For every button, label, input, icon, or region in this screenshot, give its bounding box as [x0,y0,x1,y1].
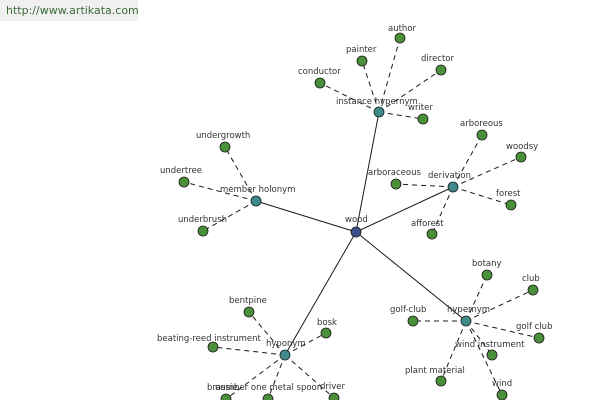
node-club[interactable] [527,284,539,296]
label-member-holonym: member holonym [220,185,295,195]
node-afforest[interactable] [426,228,438,240]
node-hypernym[interactable] [460,315,472,327]
node-arboreous[interactable] [476,129,488,141]
node-wood[interactable] [350,226,362,238]
label-wind-instrument: wind instrument [455,340,525,350]
edge-hyponym-brassie [225,354,286,400]
source-url-banner[interactable]: http://www.artikata.com [0,0,139,21]
node-botany[interactable] [481,269,493,281]
label-forest: forest [496,189,521,199]
label-golf-club: golf club [516,322,552,332]
edge-derivation-woodsy [452,156,522,188]
label-writer: writer [408,103,433,113]
edge-hyponym-driver [284,354,335,399]
edge-wood-hyponym [284,231,357,356]
label-hyponym: hyponym [266,339,306,349]
node-golf-club[interactable] [533,332,545,344]
edge-hypernym-wind [465,320,503,396]
node-member-holonym[interactable] [250,195,262,207]
label-undergrowth: undergrowth [196,131,250,141]
node-bosk[interactable] [320,327,332,339]
node-undertree[interactable] [178,176,190,188]
label-beating-reed-instrument: beating-reed instrument [157,334,262,344]
node-driver[interactable] [328,392,340,400]
edge-derivation-arboraceous [395,183,454,188]
label-arboreous: arboreous [460,119,503,129]
node-derivation[interactable] [447,181,459,193]
edge-wood-instance-hypernym [355,111,380,233]
label-arboraceous: arboraceous [368,168,421,178]
label-bosk: bosk [317,318,337,328]
node-conductor[interactable] [314,77,326,89]
label-underbrush: underbrush [178,215,227,225]
node-brassie[interactable] [220,393,232,400]
node-number-one-metal-spoon[interactable] [262,393,274,400]
edge-derivation-forest [452,186,512,206]
edges-layer [183,37,540,400]
node-bentpine[interactable] [243,306,255,318]
label-afforest: afforest [411,219,444,229]
label-hypernym: hypernym [447,305,490,315]
label-painter: painter [346,45,377,55]
node-instance-hypernym[interactable] [373,106,385,118]
label-plant-material: plant material [405,366,465,376]
label-conductor: conductor [298,67,341,77]
node-woodsy[interactable] [515,151,527,163]
edge-instance-hypernym-conductor [319,82,380,113]
edge-hypernym-club [465,289,534,322]
edge-hypernym-golf-club [465,320,540,339]
edge-wood-derivation [355,186,454,233]
label-botany: botany [472,259,502,269]
node-underbrush[interactable] [197,225,209,237]
node-golf-club[interactable] [407,315,419,327]
edge-hypernym-plant-material [440,320,467,382]
edge-member-holonym-undergrowth [224,146,257,202]
edge-wood-member-holonym [255,200,357,233]
labels-layer: author painter director conductor writerinst… [157,24,552,393]
edge-instance-hypernym-author [378,37,401,113]
node-forest[interactable] [505,199,517,211]
label-wood: wood [345,215,368,225]
edge-instance-hypernym-director [378,69,442,113]
label-woodsy: woodsy [506,142,538,152]
nodes-layer [178,32,545,400]
node-hyponym[interactable] [279,349,291,361]
edge-hyponym-beating-reed-instrument [212,346,286,356]
edge-wood-hypernym [355,231,467,322]
edge-member-holonym-underbrush [202,200,257,232]
edge-hypernym-wind-instrument [465,320,493,356]
label-brassie: brassie [207,383,238,393]
edge-member-holonym-undertree [183,181,257,202]
node-beating-reed-instrument[interactable] [207,341,219,353]
label-author: author [388,24,417,34]
edge-hyponym-bosk [284,332,327,356]
label-derivation: derivation [428,171,471,181]
node-wind-instrument[interactable] [486,349,498,361]
edge-derivation-arboreous [452,134,483,188]
edge-hyponym-number-one-metal-spoon [267,354,286,400]
label-undertree: undertree [160,166,202,176]
label-bentpine: bentpine [229,296,267,306]
label-golf-club: golf-club [390,305,426,315]
node-director[interactable] [435,64,447,76]
node-wind[interactable] [496,389,508,400]
node-plant-material[interactable] [435,375,447,387]
label-director: director [421,54,455,64]
edge-hyponym-bentpine [248,311,286,356]
node-arboraceous[interactable] [390,178,402,190]
label-wind: wind [492,379,512,389]
node-painter[interactable] [356,55,368,67]
label-driver: driver [320,382,346,392]
node-author[interactable] [394,32,406,44]
label-instance-hypernym: instance hypernym [336,97,418,107]
label-club: club [522,274,540,284]
node-undergrowth[interactable] [219,141,231,153]
node-writer[interactable] [417,113,429,125]
edge-instance-hypernym-writer [378,111,424,120]
label-number-one-metal-spoon: number one metal spoon [215,383,322,393]
